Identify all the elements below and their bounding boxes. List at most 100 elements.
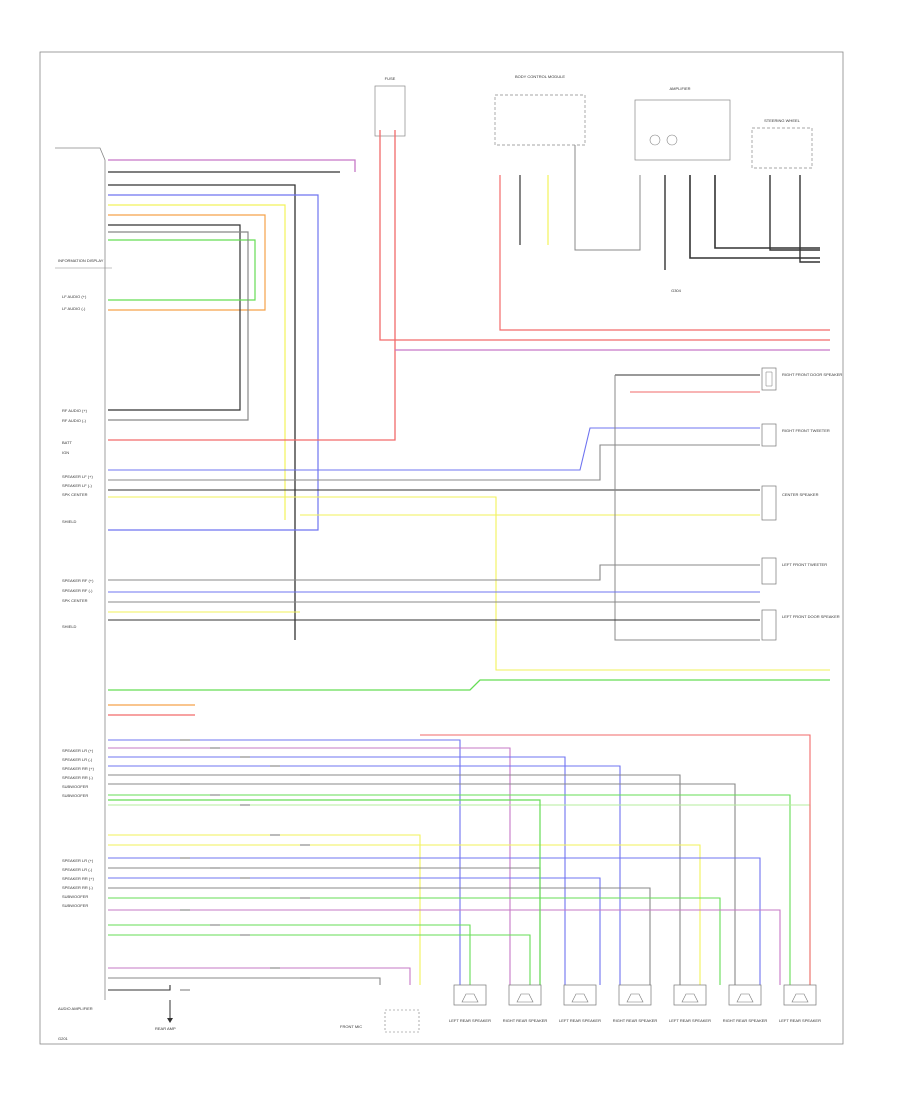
amp-out-10-label: SPEAKER RR (-): [62, 885, 94, 890]
bottom-speaker-label: LEFT REAR SPEAKER: [559, 1018, 601, 1023]
speaker-icon: [516, 993, 534, 1003]
wire-amp-out-19: [108, 967, 411, 985]
wire-rear-return: [614, 375, 760, 641]
wire-code-mark: [210, 794, 220, 796]
wire-black-loop1: [108, 224, 241, 411]
bottom-speaker-5: LEFT REAR SPEAKER: [669, 984, 711, 1023]
wire-code-mark: [180, 857, 190, 859]
wire-blue-loop: [108, 194, 319, 531]
wire-bcm-3: [574, 145, 641, 251]
rear-amp-label: REAR AMP: [155, 1026, 176, 1031]
left-front-door-speaker: LEFT FRONT DOOR SPEAKER: [761, 609, 840, 641]
wire-amp-out-8: [108, 804, 811, 985]
amp-out-1-label: SPEAKER LR (+): [62, 748, 94, 753]
bottom-speaker-label: RIGHT REAR SPEAKER: [723, 1018, 768, 1023]
bottom-speaker-label: LEFT REAR SPEAKER: [669, 1018, 711, 1023]
amp-out-8-label: SPEAKER LR (-): [62, 867, 93, 872]
wire-code-mark: [270, 887, 280, 889]
speaker-box: [453, 984, 487, 1006]
wire-code-mark: [240, 804, 250, 806]
wire-amp-out-10: [108, 844, 701, 985]
speaker-box: [618, 984, 652, 1006]
wire-red-main: [379, 130, 830, 341]
speaker-icon: [765, 371, 773, 387]
speaker-rear-center-label: SPK CENTER: [62, 598, 88, 603]
amp-out-12-label: SUBWOOFER: [62, 903, 88, 908]
wire-group: [108, 130, 830, 991]
wire-amp-out-4: [108, 765, 621, 985]
wire-amp-out-6: [108, 783, 736, 985]
wire-amp-out-14: [108, 887, 651, 985]
rf-audio-neg-label: RF AUDIO (-): [62, 418, 87, 423]
wire-amp-out-11: [108, 857, 761, 985]
sp2-label: RIGHT FRONT TWEETER: [782, 428, 830, 433]
wire-code-mark: [210, 867, 220, 869]
wire-code-mark: [300, 897, 310, 899]
wire-code-mark: [240, 756, 250, 758]
wire-amp-out-16: [108, 909, 781, 985]
wire-code-mark: [300, 774, 310, 776]
steering-wheel-switch: STEERING WHEEL: [751, 118, 813, 169]
speaker-box: [563, 984, 597, 1006]
wire-rf-pos: [108, 564, 760, 581]
speaker-lf-pos-label: SPEAKER LF (+): [62, 474, 93, 479]
lf-audio-pos-label: LF AUDIO (+): [62, 294, 87, 299]
amp-out-5-label: SUBWOOFER: [62, 784, 88, 789]
wire-gray-loop: [108, 231, 249, 421]
rf-audio-pos-label: RF AUDIO (+): [62, 408, 88, 413]
wire-lf-neg: [108, 444, 760, 481]
wire-code-mark: [240, 877, 250, 879]
speaker-rf-pos-label: SPEAKER RF (+): [62, 578, 94, 583]
amp-out-2-label: SPEAKER LR (-): [62, 757, 93, 762]
wire-code-mark: [270, 765, 280, 767]
wire-amp-out-13: [108, 877, 601, 985]
shield-label-1: SHIELD: [62, 519, 77, 524]
bottom-speaker-1: LEFT REAR SPEAKER: [449, 984, 491, 1023]
sp3-label: CENTER SPEAKER: [782, 492, 819, 497]
wire-amp-out-15: [108, 897, 721, 985]
amp-out-6-label: SUBWOOFER: [62, 793, 88, 798]
speaker-icon: [736, 993, 754, 1003]
right-speaker-group: RIGHT FRONT DOOR SPEAKER RIGHT FRONT TWE…: [761, 367, 842, 641]
bottom-speaker-2: RIGHT REAR SPEAKER: [503, 984, 547, 1023]
wire-steer-2: [799, 175, 820, 263]
amp-out-4-label: SPEAKER RR (-): [62, 775, 94, 780]
wire-red-amp: [420, 734, 811, 985]
top-ground-label: G304: [671, 288, 682, 293]
amp-connector-icon: [649, 134, 661, 146]
speaker-rf-neg-label: SPEAKER RF (-): [62, 588, 93, 593]
bottom-speaker-group: LEFT REAR SPEAKER RIGHT REAR SPEAKER LEFT …: [449, 984, 821, 1023]
wire-code-mark: [300, 977, 310, 979]
speaker-center-label: SPK CENTER: [62, 492, 88, 497]
bottom-speaker-7: LEFT REAR SPEAKER: [779, 984, 821, 1023]
steering-wheel-label: STEERING WHEEL: [764, 118, 801, 123]
wire-yellow-long: [108, 496, 830, 671]
bottom-speaker-label: RIGHT REAR SPEAKER: [613, 1018, 658, 1023]
wire-code-mark: [270, 834, 280, 836]
speaker-icon: [626, 993, 644, 1003]
wire-code-mark: [270, 967, 280, 969]
speaker-box: [728, 984, 762, 1006]
wire-amp-out-3: [108, 756, 566, 985]
speaker-icon: [461, 993, 479, 1003]
sp1-label: RIGHT FRONT DOOR SPEAKER: [782, 372, 842, 377]
wire-black-harness: [108, 184, 296, 640]
speaker-box: [783, 984, 817, 1006]
wire-amp-out-1: [108, 739, 461, 985]
body-control-module: BODY CONTROL MODULE: [494, 74, 586, 146]
right-front-door-speaker: RIGHT FRONT DOOR SPEAKER: [761, 367, 842, 391]
shield-label-2: SHIELD: [62, 624, 77, 629]
amp-out-7-label: SPEAKER LR (+): [62, 858, 94, 863]
bottom-speaker-label: LEFT REAR SPEAKER: [779, 1018, 821, 1023]
center-speaker: CENTER SPEAKER: [761, 485, 819, 521]
top-amplifier: AMPLIFIER: [634, 86, 731, 161]
wire-code-mark: [210, 924, 220, 926]
wire-violet-top: [108, 159, 356, 172]
ign-label: IGN: [62, 450, 69, 455]
wire-code-mark: [180, 989, 190, 991]
sp5-label: LEFT FRONT DOOR SPEAKER: [782, 614, 840, 619]
wire-green-amp: [108, 799, 541, 985]
bottom-speaker-label: LEFT REAR SPEAKER: [449, 1018, 491, 1023]
wire-green-loop: [108, 239, 256, 301]
